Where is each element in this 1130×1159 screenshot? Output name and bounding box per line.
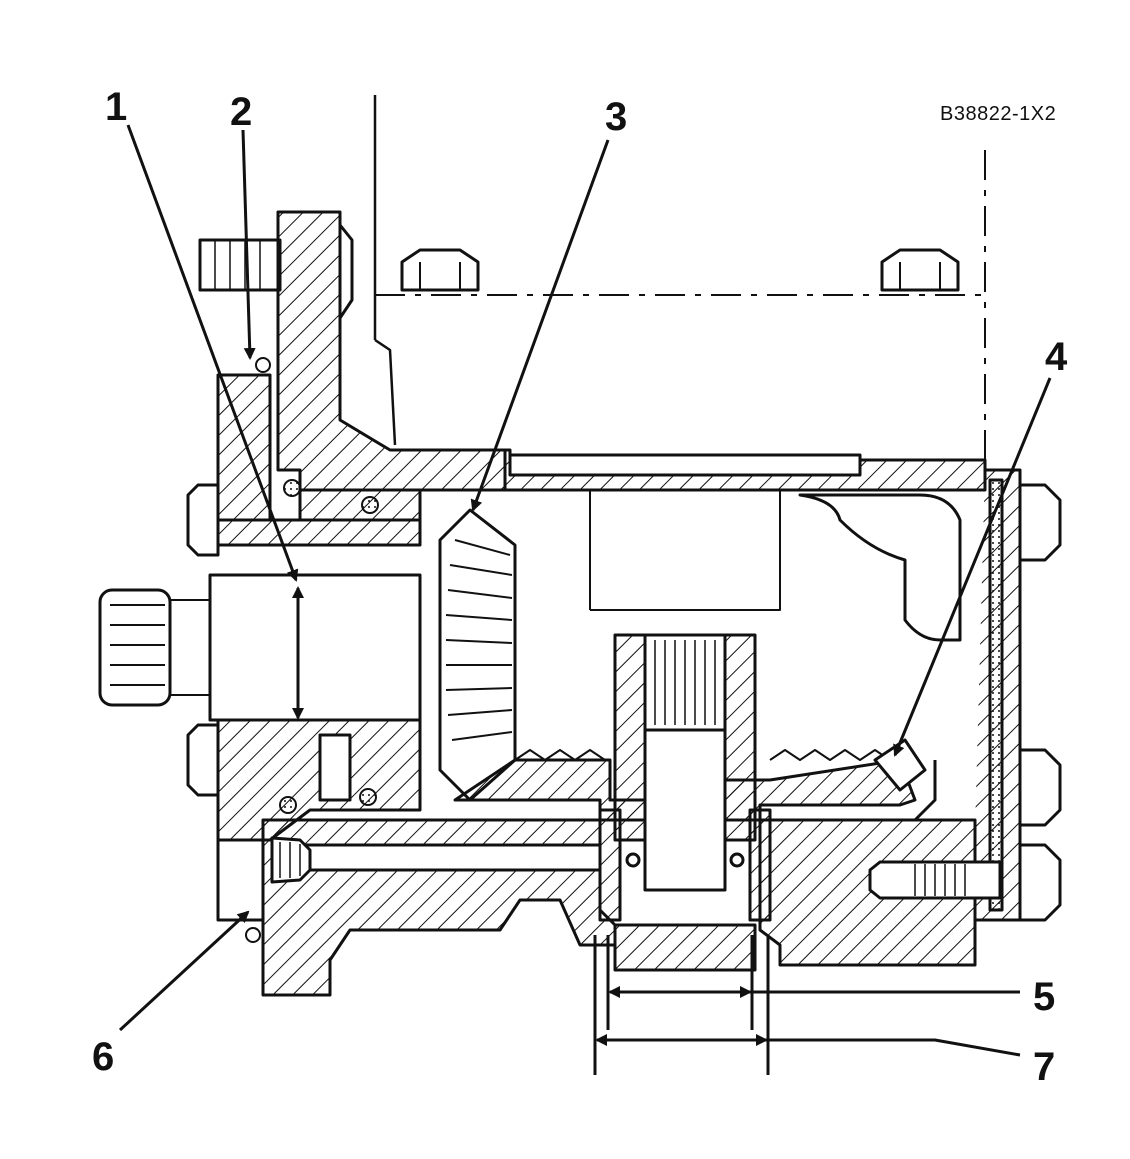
main-housing-top [503,448,987,611]
leader-lines [118,124,1052,1032]
side-bolt-lower-right [1018,843,1062,922]
bevel-pinion-gear [438,508,517,802]
upper-housing-outline [373,95,986,470]
side-bolt-middle-right [1018,748,1062,827]
top-bolt-right [880,248,960,292]
callout-3: 3 [605,95,627,139]
dimension-lines [593,935,1021,1075]
threaded-plug-left [270,836,312,884]
left-cover-plate [198,210,507,492]
callout-5: 5 [1033,975,1055,1019]
callout-2: 2 [230,90,252,134]
callout-7: 7 [1033,1045,1055,1089]
side-bolt-upper-left [186,483,220,557]
right-side-cover [798,468,1022,922]
input-spline [98,588,210,707]
callout-1: 1 [105,85,127,129]
side-bolt-upper-right [1018,483,1062,562]
o-rings [245,357,379,943]
output-shaft [613,633,757,892]
input-shaft [208,573,422,802]
lower-housing [261,808,977,997]
figure-reference-code: B38822-1X2 [940,103,1056,125]
callout-4: 4 [1045,335,1068,379]
threaded-plug-right [868,860,1002,900]
top-bolt-left [400,248,480,292]
side-bolt-lower-left [186,723,220,797]
callout-6: 6 [92,1035,114,1079]
